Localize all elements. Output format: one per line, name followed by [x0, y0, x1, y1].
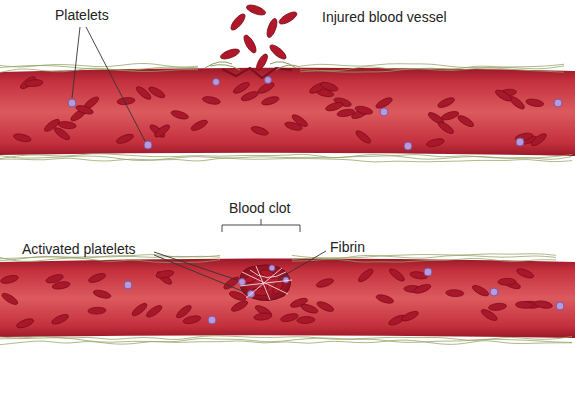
red-blood-cell — [316, 300, 335, 314]
red-blood-cell — [135, 85, 153, 102]
red-blood-cell — [488, 302, 507, 311]
red-blood-cell — [494, 88, 513, 103]
red-blood-cell — [170, 109, 189, 121]
vessel-fiber — [0, 340, 572, 345]
red-blood-cell — [261, 95, 280, 107]
leader-line — [86, 27, 145, 141]
red-blood-cell — [182, 314, 201, 325]
red-blood-cell — [297, 316, 315, 324]
red-blood-cell — [471, 283, 490, 297]
red-blood-cell — [375, 293, 394, 305]
red-blood-cell — [354, 129, 372, 146]
label-holder: Blood clot — [229, 199, 290, 217]
vessel-fiber — [0, 158, 572, 162]
red-blood-cell — [16, 317, 35, 330]
red-blood-cell — [437, 96, 456, 110]
red-blood-cell — [232, 80, 251, 95]
red-blood-cell — [437, 120, 456, 136]
escaping-cells — [219, 3, 298, 72]
vessel-fiber — [292, 259, 556, 263]
red-blood-cell — [87, 272, 106, 285]
part-label: Blood clot — [229, 200, 290, 216]
red-blood-cell — [354, 105, 373, 116]
red-blood-cell — [456, 114, 475, 129]
red-blood-cell — [290, 113, 309, 129]
red-blood-cell — [153, 123, 171, 139]
label-holder: Platelets — [55, 6, 109, 24]
leader-line — [154, 252, 237, 280]
label-holder: Fibrin — [330, 238, 365, 256]
vessel-fiber — [0, 68, 198, 72]
red-blood-cell — [88, 307, 106, 315]
red-blood-cell — [357, 267, 375, 284]
leader-line — [72, 27, 80, 98]
red-blood-cell — [51, 313, 70, 327]
red-blood-cell — [525, 98, 544, 108]
label-holder: Injured blood vessel — [322, 8, 447, 26]
platelets — [68, 77, 564, 325]
vessel-fiber — [0, 258, 220, 263]
red-blood-cell — [515, 301, 533, 308]
red-blood-cell — [155, 270, 173, 287]
label-holder: Activated platelets — [22, 240, 136, 258]
blood-clot — [239, 265, 293, 301]
red-blood-cell — [400, 309, 419, 323]
red-blood-cell — [413, 283, 432, 296]
part-label: Injured blood vessel — [322, 9, 447, 25]
part-label: Platelets — [55, 7, 109, 23]
red-blood-cell — [43, 117, 62, 133]
leader-line — [278, 251, 326, 279]
red-blood-cell — [0, 291, 19, 306]
red-blood-cell — [13, 132, 32, 143]
red-blood-cells — [0, 75, 553, 330]
red-blood-cell — [93, 289, 112, 300]
leader-line — [154, 255, 247, 293]
part-label: Fibrin — [330, 239, 365, 255]
red-blood-cell — [440, 110, 459, 122]
red-blood-cell — [388, 267, 406, 283]
red-blood-cell — [426, 137, 445, 148]
red-blood-cell — [0, 274, 19, 285]
red-blood-cell — [130, 301, 148, 317]
red-blood-cell — [175, 303, 193, 319]
red-blood-cell — [155, 269, 174, 279]
red-blood-cell — [250, 125, 269, 137]
red-blood-cell — [202, 95, 221, 105]
red-blood-cell — [325, 101, 344, 113]
red-blood-cell — [115, 132, 134, 145]
red-blood-cell — [230, 299, 249, 313]
torn-fibers — [205, 62, 300, 70]
red-blood-cell — [145, 303, 164, 319]
red-blood-cell — [190, 118, 209, 132]
red-blood-cell — [58, 121, 77, 130]
bracket — [222, 219, 300, 232]
red-blood-cell — [480, 307, 499, 322]
red-blood-cell — [498, 278, 516, 285]
part-label: Activated platelets — [22, 241, 136, 257]
red-blood-cell — [315, 277, 334, 289]
vessel-fibers — [0, 64, 572, 345]
blood-vessel — [0, 68, 575, 156]
red-blood-cell — [336, 108, 355, 118]
vessel-fiber — [300, 64, 564, 68]
red-blood-cell — [516, 267, 535, 280]
red-blood-cell — [25, 79, 44, 87]
red-blood-cell — [254, 312, 273, 321]
blood-vessel — [0, 259, 575, 339]
vessel-fiber — [300, 68, 564, 72]
red-blood-cell — [222, 275, 241, 291]
red-blood-cell — [52, 280, 71, 290]
red-blood-cell — [446, 289, 464, 297]
red-blood-cell — [240, 90, 259, 103]
red-blood-cell — [75, 104, 94, 116]
red-blood-cell — [320, 81, 339, 93]
red-blood-cell — [280, 312, 299, 323]
red-blood-cell — [300, 303, 319, 315]
red-blood-cell — [534, 300, 553, 310]
